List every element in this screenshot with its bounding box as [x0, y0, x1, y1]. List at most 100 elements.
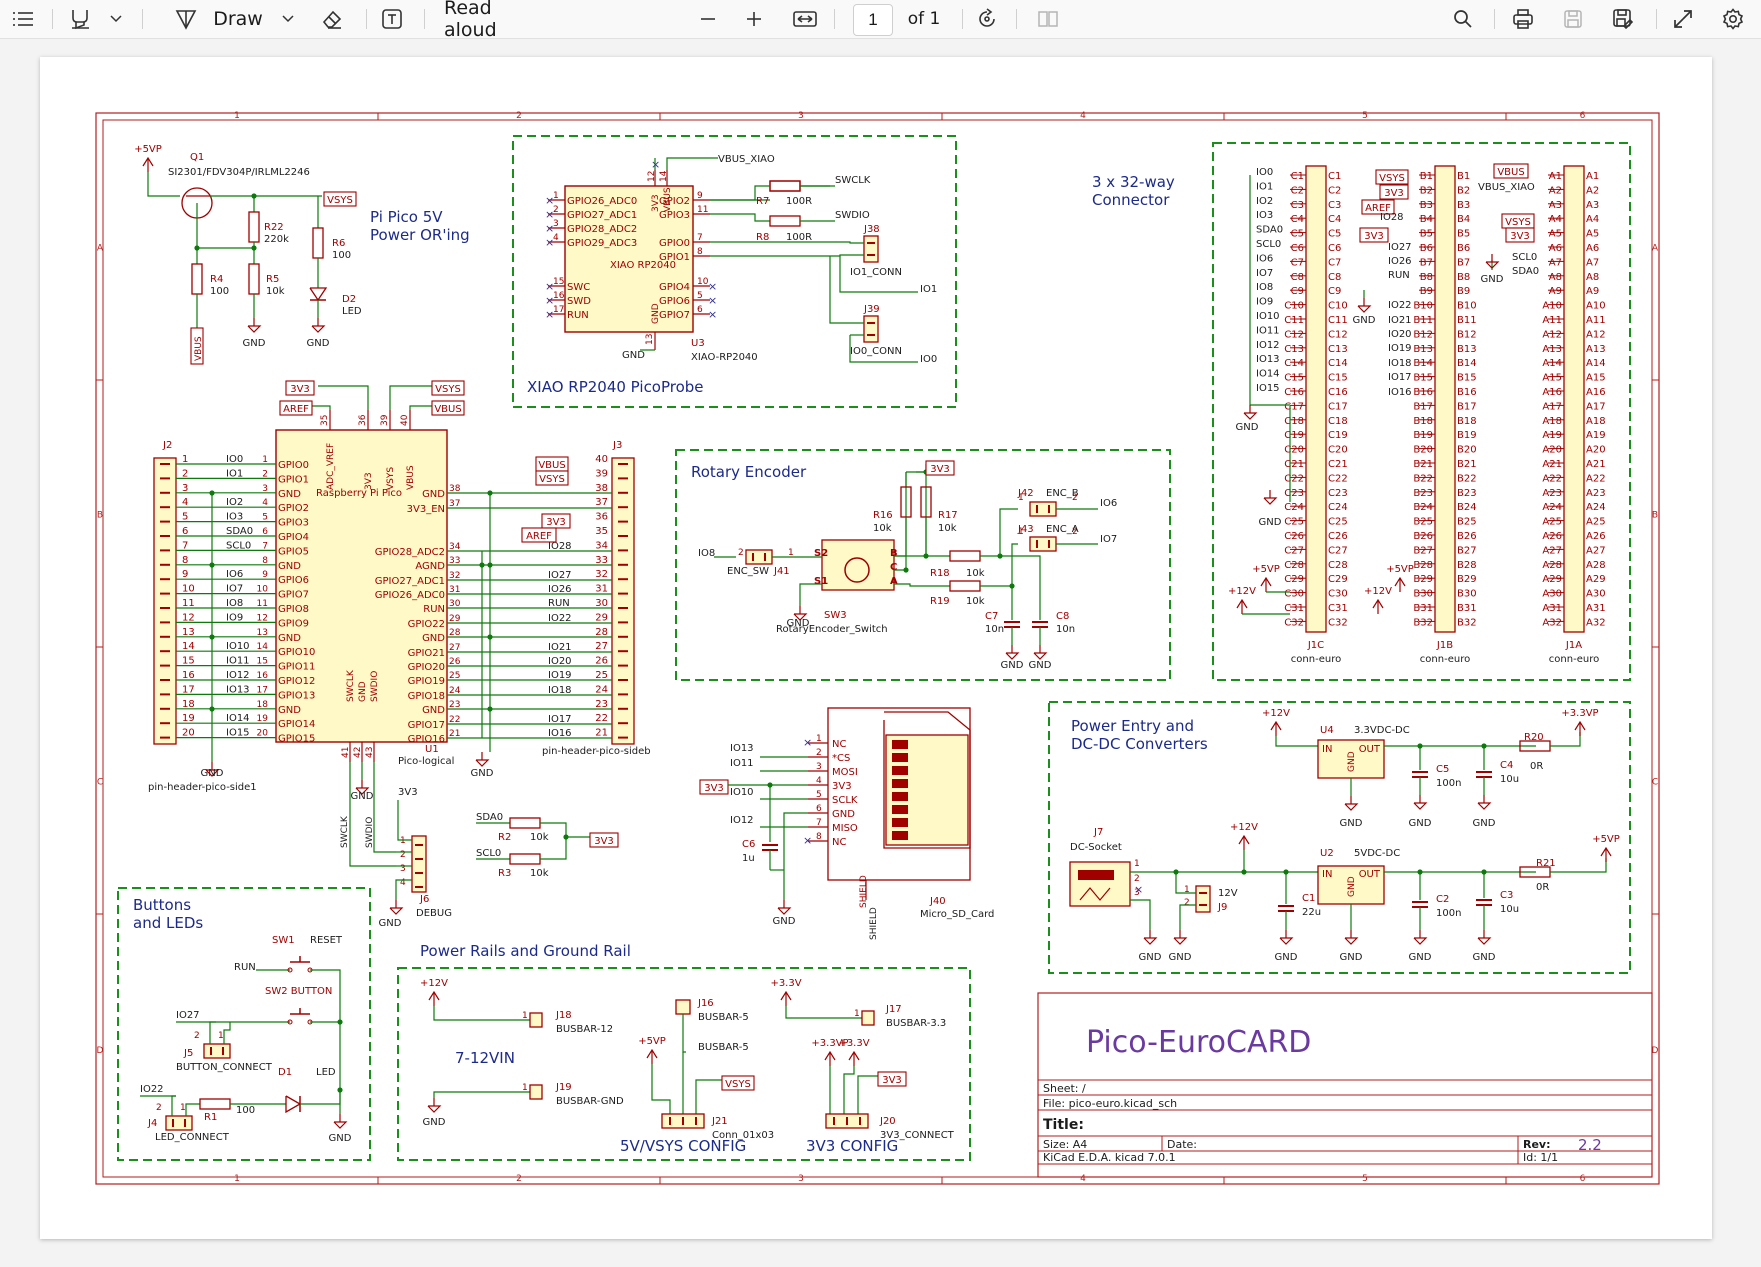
fit-width-icon[interactable] [790, 0, 820, 38]
scl0-net: SCL0 [476, 848, 501, 859]
euro-pin-num: A15 [1542, 373, 1562, 384]
pico-top-pin-num: 35 [320, 415, 330, 426]
euro-pin-name: A12 [1586, 329, 1606, 340]
j1b-net: IO28 [1380, 212, 1404, 223]
wire [389, 385, 432, 410]
pico-net-label: IO9 [226, 612, 243, 623]
print-icon[interactable] [1508, 0, 1538, 38]
section-box [675, 449, 1171, 681]
two-page-view-icon[interactable] [1034, 0, 1062, 38]
j18-ref: J18 [555, 1010, 572, 1021]
page-number-input[interactable]: 1 [853, 4, 893, 36]
search-icon[interactable] [1448, 0, 1478, 38]
euro-pin-name: C19 [1328, 430, 1348, 441]
busbar-symbol [529, 1012, 543, 1028]
pico-pin-name: GPIO19 [408, 676, 445, 687]
wire [185, 1103, 200, 1116]
wire [1179, 904, 1196, 930]
section-title-rotary: Rotary Encoder [691, 463, 807, 481]
sd-pin-num: 4 [816, 776, 822, 786]
euro-pin-num: A21 [1542, 459, 1562, 470]
sd-pin-num: 2 [816, 748, 822, 758]
pin-num: 1 [854, 1009, 860, 1019]
j1b-net: IO26 [1388, 256, 1412, 267]
wire [300, 1090, 341, 1105]
draw-dropdown-chevron-icon[interactable] [278, 0, 298, 38]
xiao-pin-num: 15 [553, 277, 564, 287]
j41-value: ENC_SW [727, 566, 769, 577]
text-box-icon[interactable] [378, 0, 406, 38]
io22-net: IO22 [140, 1084, 164, 1095]
xiao-pin-num: 17 [553, 305, 564, 315]
junction-dot [487, 706, 493, 712]
euro-pin-num: C17 [1284, 401, 1304, 412]
highlight-icon[interactable] [66, 0, 94, 38]
j1c-net: IO3 [1256, 210, 1273, 221]
pico-top-pin-num: 39 [380, 414, 390, 426]
euro-pin-name: C9 [1328, 286, 1341, 297]
vbus-label-box [190, 327, 204, 365]
button-contact [287, 967, 293, 973]
d1-ref: D1 [278, 1067, 292, 1078]
draw-pen-icon[interactable] [172, 0, 200, 38]
pico-net-label: IO1 [226, 468, 243, 479]
c2-value: 100n [1436, 908, 1461, 919]
euro-pin-name: A11 [1586, 315, 1606, 326]
zoom-in-icon[interactable] [740, 0, 768, 38]
euro-pin-name: C27 [1328, 545, 1348, 556]
c8-value: 10n [1056, 624, 1075, 635]
contents-list-icon[interactable] [8, 0, 38, 38]
eraser-icon[interactable] [318, 0, 346, 38]
highlight-dropdown-chevron-icon[interactable] [106, 0, 126, 38]
euro-pin-num: A29 [1542, 574, 1562, 585]
euro-pin-name: B4 [1457, 214, 1470, 225]
ground-symbol [1357, 305, 1372, 313]
pico-pin-num: 2 [262, 469, 268, 479]
sw2-ref: SW2 BUTTON [265, 986, 332, 997]
pico-pin-name: GPIO3 [278, 518, 309, 529]
c3-ref: C3 [1500, 890, 1513, 901]
sd-pin-num: 5 [816, 790, 822, 800]
resistor-symbol [248, 211, 260, 243]
rotate-icon[interactable] [972, 0, 1002, 38]
j1c-gnd2: GND [1259, 517, 1282, 528]
pico-pin-num: 29 [449, 614, 461, 624]
pico-ref: U1 [425, 744, 439, 755]
zoom-out-icon[interactable] [694, 0, 722, 38]
euro-pin-num: C4 [1291, 214, 1304, 225]
enc-pin: S2 [814, 548, 828, 559]
euro-pin-name: B9 [1457, 286, 1470, 297]
u2-regulator-symbol [1317, 865, 1385, 905]
draw-button[interactable]: Draw [213, 8, 263, 30]
d2-ref: D2 [342, 294, 356, 305]
pico-pin-name: GPIO27_ADC1 [375, 576, 445, 587]
frame-row-label: B [97, 511, 103, 521]
section-title-connector: 3 x 32-way [1092, 173, 1175, 191]
pico-bottom-pin-num: 41 [341, 747, 351, 758]
wire [318, 385, 369, 410]
euro-pin-num: A30 [1542, 589, 1562, 600]
j38-value: IO1_CONN [850, 267, 902, 278]
j1c-net: IO8 [1256, 282, 1273, 293]
save-as-icon[interactable] [1608, 0, 1638, 38]
euro-pin-name: B28 [1457, 560, 1477, 571]
save-disabled-icon[interactable] [1558, 0, 1588, 38]
pico-pin-num: 12 [257, 613, 268, 623]
euro-pin-num: C24 [1284, 502, 1304, 513]
euro-pin-num: B26 [1413, 531, 1433, 542]
run-net: RUN [234, 962, 256, 973]
r18-ref: R18 [930, 568, 950, 579]
j20-ref: J20 [879, 1116, 896, 1127]
resistor-symbol [312, 227, 324, 259]
settings-gear-icon[interactable] [1718, 0, 1748, 38]
euro-pin-num: C27 [1284, 545, 1304, 556]
ground-symbol [355, 787, 370, 795]
euro-pin-name: C4 [1328, 214, 1341, 225]
pico-pin-name: GND [422, 705, 445, 716]
fullscreen-icon[interactable] [1668, 0, 1698, 38]
wire [433, 1091, 530, 1098]
d1-value: LED [316, 1067, 336, 1078]
read-aloud-button[interactable]: Read aloud [444, 0, 497, 41]
xiao-top-pin: VBUS [663, 187, 673, 212]
pin-num: 1 [788, 548, 794, 558]
